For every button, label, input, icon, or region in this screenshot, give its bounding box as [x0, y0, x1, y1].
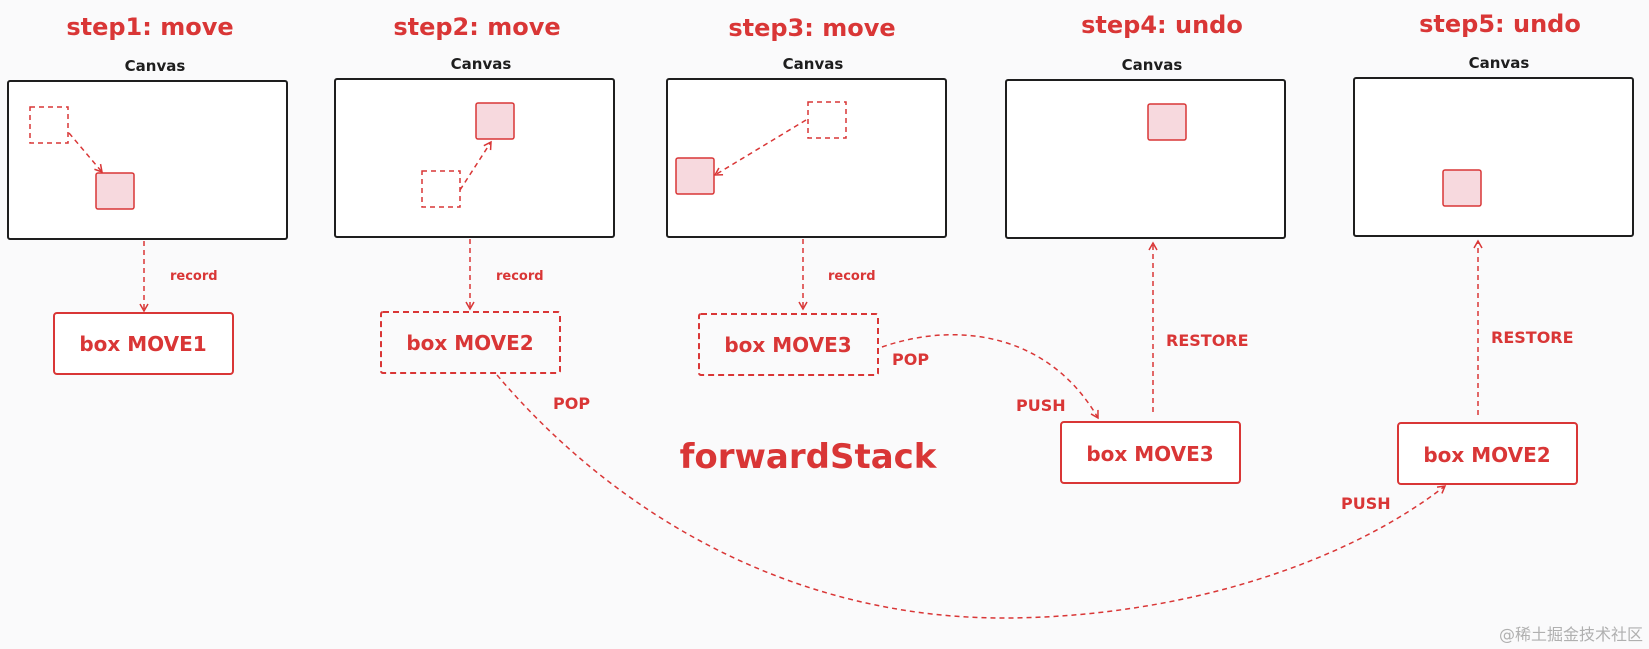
step2-move-arrow — [459, 140, 492, 191]
step4-operation-label: box MOVE3 — [1086, 442, 1213, 466]
step2-title: step2: move — [393, 13, 560, 41]
step1-record-label: record — [170, 269, 218, 284]
step3-previous-position — [807, 101, 847, 139]
step2-canvas-label: Canvas — [451, 55, 512, 73]
step2-operation-label: box MOVE2 — [406, 331, 533, 355]
step1-canvas — [7, 80, 288, 240]
step3-operation-label: box MOVE3 — [724, 333, 851, 357]
step1-canvas-label: Canvas — [125, 57, 186, 75]
step4-canvas-label: Canvas — [1122, 56, 1183, 74]
step5-title: step5: undo — [1419, 10, 1581, 38]
move3-pop-label: POP — [892, 350, 929, 369]
forward-stack-label: forwardStack — [680, 437, 938, 477]
step5-box — [1442, 169, 1482, 207]
step1-title: step1: move — [66, 13, 233, 41]
move2-push-label: PUSH — [1341, 494, 1391, 513]
step5-operation-box — [1397, 422, 1578, 485]
step5-operation-label: box MOVE2 — [1423, 443, 1550, 467]
step1-previous-position — [29, 106, 69, 144]
step4-title: step4: undo — [1081, 11, 1243, 39]
step1-box — [95, 172, 135, 210]
step4-box — [1147, 103, 1187, 141]
move3-pop-push-arrow — [881, 333, 1099, 420]
step5-canvas-label: Canvas — [1469, 54, 1530, 72]
step3-canvas-label: Canvas — [783, 55, 844, 73]
step3-operation-box — [698, 313, 879, 376]
step2-canvas — [334, 78, 615, 238]
step3-canvas — [666, 78, 947, 238]
move3-push-label: PUSH — [1016, 396, 1066, 415]
step3-title: step3: move — [728, 14, 895, 42]
step2-box — [475, 102, 515, 140]
step1-operation-box — [53, 312, 234, 375]
step4-canvas — [1005, 79, 1286, 239]
step2-record-label: record — [496, 269, 544, 284]
step1-operation-label: box MOVE1 — [79, 332, 206, 356]
step4-restore-label: RESTORE — [1166, 331, 1249, 350]
step2-operation-box — [380, 311, 561, 374]
step5-canvas — [1353, 77, 1634, 237]
watermark: @稀土掘金技术社区 — [1499, 625, 1643, 644]
move2-pop-label: POP — [553, 394, 590, 413]
step3-record-label: record — [828, 269, 876, 284]
step5-restore-label: RESTORE — [1491, 328, 1574, 347]
move2-pop-push-arrow — [496, 374, 1447, 619]
step3-box — [675, 157, 715, 195]
step4-operation-box — [1060, 421, 1241, 484]
